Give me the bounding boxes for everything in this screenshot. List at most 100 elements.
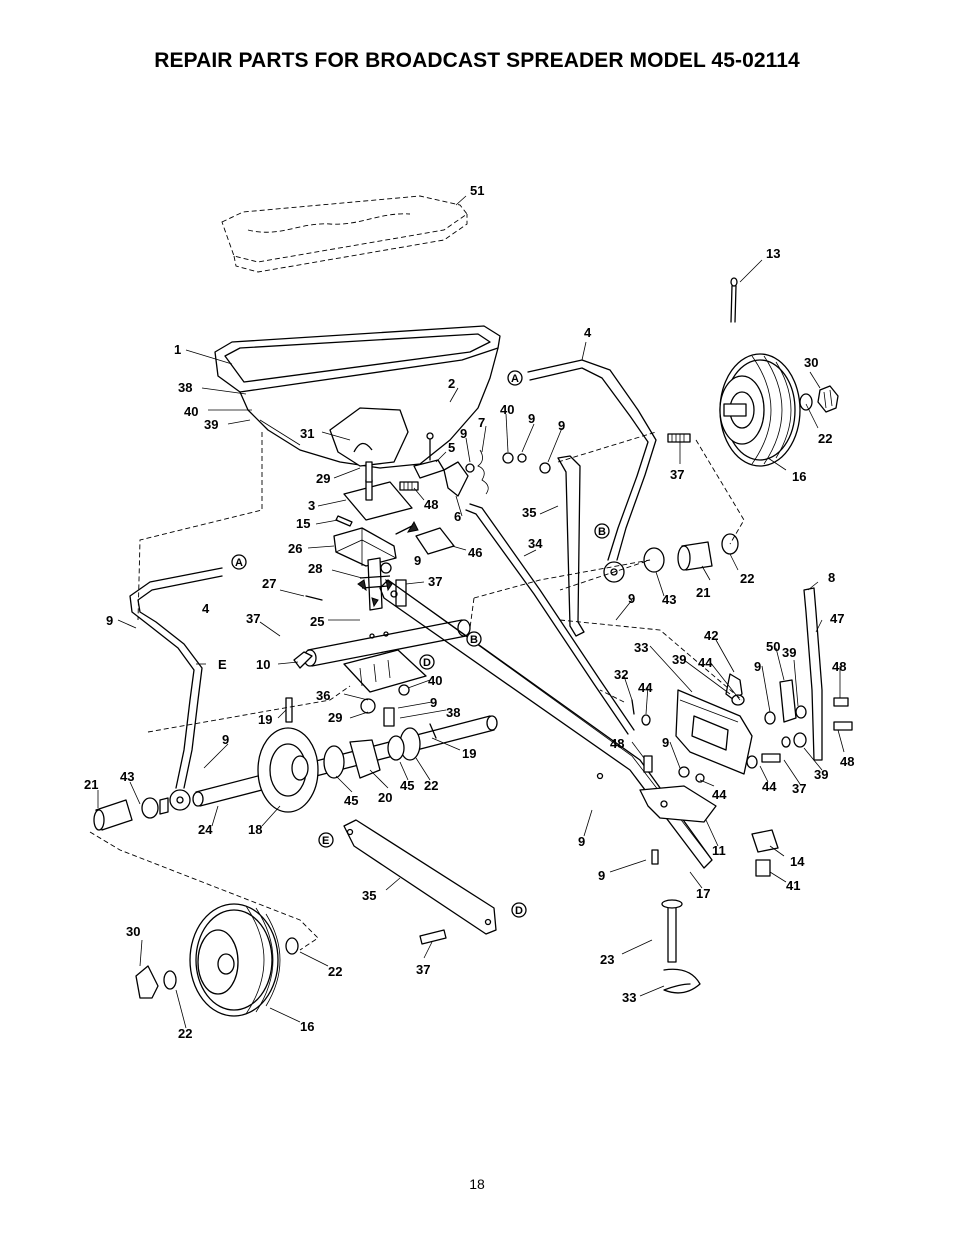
lower-wheel-part	[135, 903, 299, 1017]
lower-strap-part	[343, 819, 497, 945]
callout-39: 39	[814, 767, 828, 782]
callout-42: 33	[634, 640, 648, 655]
callout-24: 21	[84, 777, 98, 792]
callout-33: 33	[622, 990, 636, 1005]
page-number: 18	[469, 1176, 485, 1192]
callout-9: 9	[628, 591, 635, 606]
callout-32: 23	[600, 952, 614, 967]
callout-11: 44	[638, 680, 653, 695]
callout-34: 34	[528, 536, 543, 551]
ref-marker-b: B	[470, 634, 478, 646]
callout-37: 37	[670, 467, 684, 482]
reference-markers: A A B B D D E E	[218, 370, 610, 918]
callout-39: 39	[672, 652, 686, 667]
callout-31: 31	[300, 426, 314, 441]
callout-17: 11	[712, 843, 726, 858]
callout-40: 40	[500, 402, 514, 417]
callout-30: 30	[126, 924, 140, 939]
callout-24: 21	[696, 585, 710, 600]
callout-48: 48	[832, 659, 846, 674]
callout-1: 1	[174, 342, 181, 357]
callout-40: 40	[428, 673, 442, 688]
callout-7: 7	[478, 415, 485, 430]
callout-20: 20	[378, 790, 392, 805]
ref-marker-a: A	[235, 557, 243, 569]
callout-38: 38	[178, 380, 192, 395]
left-bushing-group	[93, 797, 169, 831]
callout-16: 16	[300, 1019, 314, 1034]
ref-marker-e: E	[322, 835, 329, 847]
callout-22: 22	[328, 964, 342, 979]
callout-9: 9	[558, 418, 565, 433]
callout-13: 13	[766, 246, 780, 261]
callout-21: 45	[400, 778, 414, 793]
callout-16: 16	[792, 469, 806, 484]
callout-9: 9	[578, 834, 585, 849]
callout-45: 32	[614, 667, 628, 682]
callout-43: 18	[248, 822, 262, 837]
callout-37: 37	[792, 781, 806, 796]
ref-marker-b: B	[598, 526, 606, 538]
callout-11: 44	[698, 655, 713, 670]
callout-40: 40	[184, 404, 198, 419]
gearbox-plate-part	[285, 649, 427, 727]
callout-9: 9	[222, 732, 229, 747]
callout-35: 35	[522, 505, 536, 520]
hopper-cover-part	[221, 195, 468, 273]
ref-label-e: E	[218, 657, 227, 672]
callout-44: 47	[830, 611, 844, 626]
callout-38: 38	[446, 705, 460, 720]
callout-41: 14	[790, 854, 805, 869]
callout-37: 37	[246, 611, 260, 626]
callout-9: 9	[430, 695, 437, 710]
ref-marker-a: A	[511, 373, 519, 385]
callout-21: 45	[344, 793, 358, 808]
callout-29: 29	[328, 710, 342, 725]
callout-27: 27	[262, 576, 276, 591]
callout-19: 19	[462, 746, 476, 761]
callout-28: 28	[308, 561, 322, 576]
leader-lines	[97, 195, 845, 1029]
callout-10: 10	[256, 657, 270, 672]
control-rod-part	[465, 503, 635, 735]
callout-9: 9	[598, 868, 605, 883]
callout-29: 29	[316, 471, 330, 486]
callout-26: 26	[288, 541, 302, 556]
right-bushing-group	[643, 533, 739, 573]
upper-wheel-part	[719, 353, 839, 467]
callout-9: 9	[754, 659, 761, 674]
callout-23: 43	[120, 769, 134, 784]
cotter-pin-part	[730, 277, 738, 323]
ref-marker-d: D	[423, 657, 431, 669]
axle-tube-part	[293, 619, 471, 669]
bolt-and-nuts-group	[502, 433, 691, 474]
callout-35: 35	[362, 888, 376, 903]
callout-4: 4	[202, 601, 210, 616]
callout-2: 2	[448, 376, 455, 391]
callout-6: 6	[454, 509, 461, 524]
callout-14: 17	[696, 886, 710, 901]
ref-marker-d: D	[515, 905, 523, 917]
control-lever-group	[631, 587, 853, 877]
callout-22: 22	[740, 571, 754, 586]
callout-48: 48	[610, 736, 624, 751]
lower-axle-part	[192, 715, 498, 813]
callout-50: 42	[704, 628, 718, 643]
hitch-bracket-group	[639, 785, 717, 994]
callout-46: 46	[468, 545, 482, 560]
callout-22: 22	[178, 1026, 192, 1041]
callout-9: 9	[414, 553, 421, 568]
callout-9: 9	[662, 735, 669, 750]
callout-30: 30	[804, 355, 818, 370]
callout-labels: 51 13 1 4 30 38 2 40 40 39 7 9 9 9 31 5 …	[84, 183, 854, 1041]
callout-23: 43	[662, 592, 676, 607]
agitator-assembly-group	[333, 432, 489, 567]
callout-9: 9	[528, 411, 535, 426]
callout-47: 8	[828, 570, 835, 585]
callout-39: 39	[782, 645, 796, 660]
callout-51: 51	[470, 183, 484, 198]
callout-8: 50	[766, 639, 780, 654]
callout-9: 9	[460, 426, 467, 441]
callout-25: 25	[310, 614, 324, 629]
